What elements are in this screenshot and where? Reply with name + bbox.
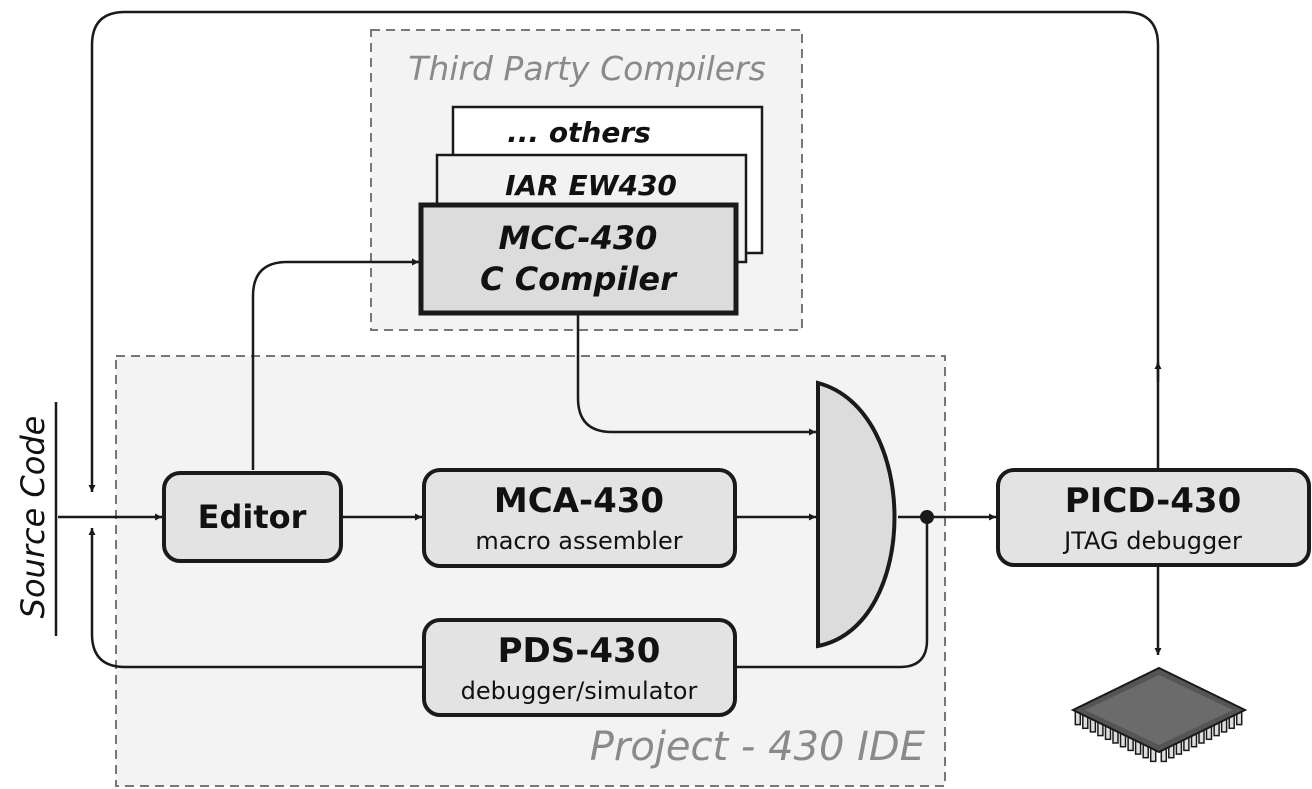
mca-block (422, 468, 737, 568)
mcc-compiler-desc: C Compiler (480, 260, 678, 298)
picd-block (996, 468, 1311, 567)
ide-region-label: Project - 430 IDE (590, 724, 926, 770)
microcontroller-chip-icon (1070, 666, 1248, 763)
pds-subtitle: debugger/simulator (461, 677, 698, 705)
junction-to-pds-line (737, 517, 929, 669)
iar-compiler-label: IAR EW430 (505, 169, 677, 202)
mcc-compiler-name: MCC-430 (499, 219, 658, 257)
picd-subtitle: JTAG debugger (1062, 527, 1242, 555)
third-party-compilers-label: Third Party Compilers (408, 49, 766, 88)
others-compiler-label: ... others (507, 116, 651, 149)
pds-block (422, 618, 737, 717)
merge-gate (816, 380, 897, 649)
mcc-compiler-box (418, 202, 739, 316)
mca-subtitle: macro assembler (475, 527, 682, 555)
editor-title: Editor (198, 498, 307, 536)
pds-title: PDS-430 (498, 631, 661, 671)
compiler-to-merge-arrow (576, 315, 816, 436)
feedback-loop-line (88, 10, 1160, 492)
source-code-label: Source Code (14, 416, 52, 619)
picd-title: PICD-430 (1065, 481, 1241, 521)
mca-title: MCA-430 (494, 481, 664, 521)
editor-to-compiler-arrow (251, 258, 419, 470)
editor-block (162, 471, 343, 563)
pds-feedback-line (88, 528, 423, 669)
